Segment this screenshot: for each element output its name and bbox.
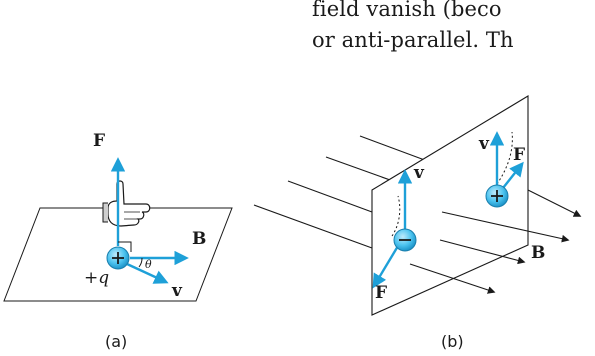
fig-a-velocity-vector: [126, 262, 169, 284]
fig-b-field-label: B: [531, 243, 546, 263]
body-text-line-2: or anti-parallel. Th: [312, 28, 514, 52]
fig-a: [3, 157, 233, 302]
fig-b-force-left-vector: [372, 245, 400, 289]
thumb-hand-icon: [102, 180, 151, 227]
fig-a-plane: [3, 207, 233, 302]
fig-a-field-label: B: [192, 229, 207, 249]
fig-b-plane: [371, 95, 529, 316]
fig-b-caption: (b): [441, 332, 464, 351]
fig-a-charge-label: +q: [84, 268, 110, 288]
field-line-4: [253, 204, 373, 249]
fig-a-angle-label: θ: [145, 258, 152, 271]
field-line-1: [359, 135, 431, 163]
fig-a-velocity-label: v: [172, 281, 182, 301]
field-line-8: [409, 263, 496, 294]
fig-b-force-right-vector: [502, 161, 524, 189]
field-line-5: [527, 189, 582, 217]
trajectory-right: [496, 131, 513, 185]
fig-a-force-label: F: [93, 131, 106, 151]
fig-a-caption: (a): [105, 332, 128, 351]
field-line-3: [287, 180, 373, 213]
fig-a-angle-arc: [138, 257, 143, 268]
fig-b-force-left-label: F: [375, 283, 388, 303]
fig-b-force-right-label: F: [513, 145, 526, 165]
fig-b-velocity-right-label: v: [479, 134, 489, 154]
fig-a-right-angle-mark: [118, 241, 132, 252]
field-line-6: [441, 211, 570, 243]
fig-b-velocity-left-label: v: [414, 163, 424, 183]
field-line-7: [439, 239, 526, 265]
fig-b: [253, 95, 582, 316]
trajectory-left: [391, 195, 401, 237]
body-text-line-1: field vanish (beco: [312, 0, 502, 21]
